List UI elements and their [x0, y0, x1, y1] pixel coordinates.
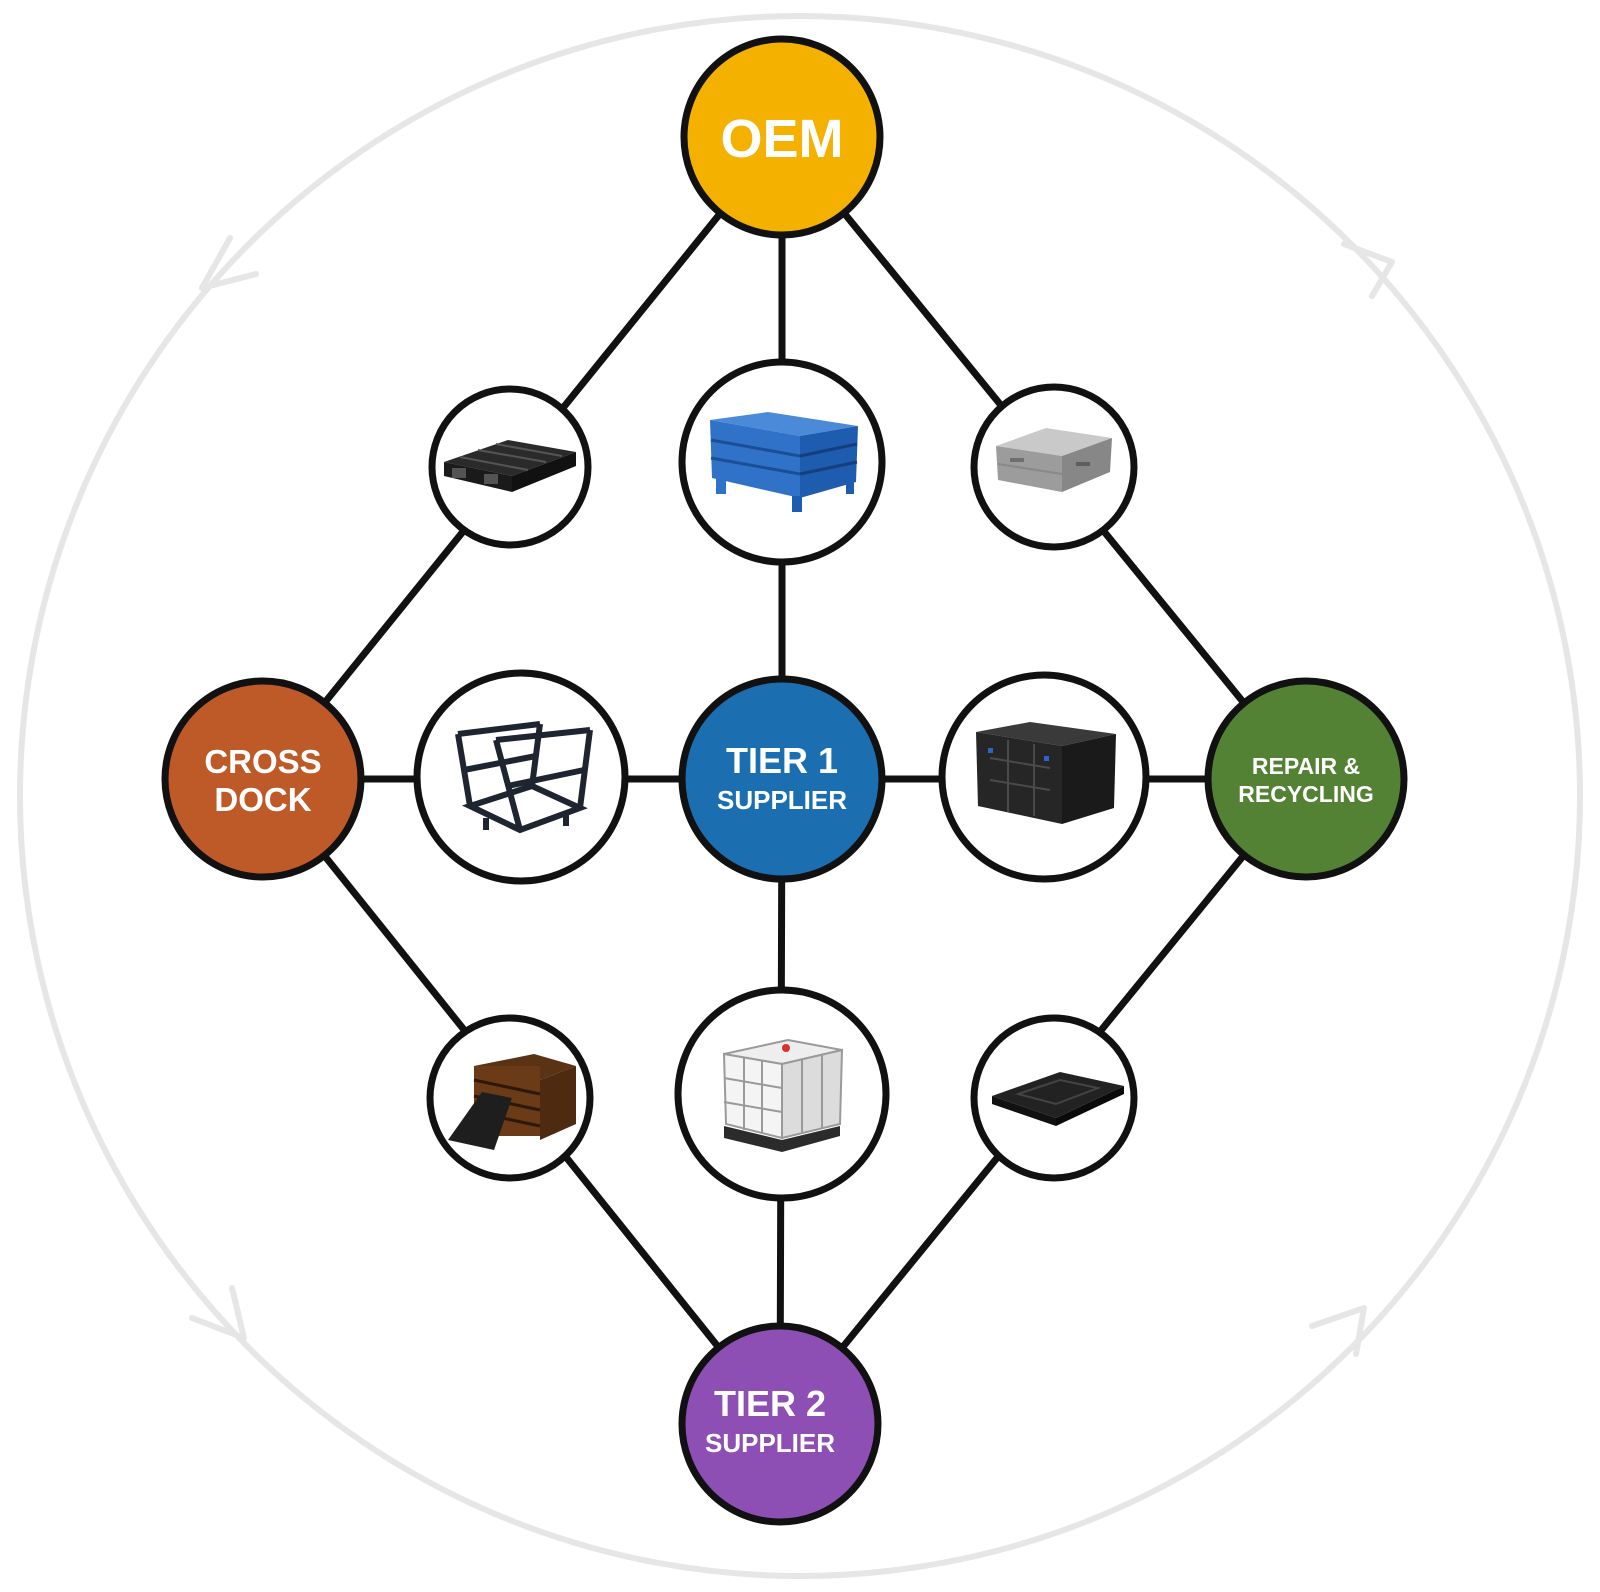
container-node-bulk-container [938, 671, 1150, 883]
top-cap-icon [992, 1072, 1124, 1126]
stacking-tote-icon [996, 428, 1112, 492]
hub-repair-circle [1204, 677, 1408, 881]
hub-cross-dock-circle [161, 677, 365, 881]
hub-tier1-circle [678, 675, 886, 883]
layer-pads-icon [448, 1054, 576, 1150]
ibc-tote-icon [722, 1038, 844, 1152]
hub-cross-dock: CROSS DOCK [161, 677, 365, 881]
container-node-plastic-pallet [428, 385, 592, 549]
hub-tier1-supplier: TIER 1 SUPPLIER [678, 675, 886, 883]
hub-oem-label: OEM [720, 109, 843, 169]
hub-tier2-circle [678, 1322, 882, 1526]
container-node-steel-rack [413, 669, 629, 885]
hub-repair-label-line2: RECYCLING [1238, 781, 1373, 807]
container-node-ibc-tote [674, 986, 890, 1202]
hub-tier1-label-line2: SUPPLIER [717, 785, 847, 815]
bulk-container-icon [976, 722, 1116, 824]
cycle-arrow-upper-left [199, 235, 259, 291]
hub-cross-dock-label-line1: CROSS [204, 743, 321, 780]
plastic-pallet-icon [444, 440, 576, 492]
cycle-arrow-upper-right [1341, 241, 1395, 299]
hub-tier1-label-line1: TIER 1 [726, 740, 838, 781]
container-node-stacking-tote [970, 383, 1138, 551]
hub-oem: OEM [680, 35, 884, 239]
hub-repair-recycling: REPAIR & RECYCLING [1204, 677, 1408, 881]
container-node-steel-bin [678, 358, 886, 566]
container-node-top-cap [970, 1014, 1138, 1182]
steel-bin-icon [710, 412, 858, 512]
hub-repair-label-line1: REPAIR & [1252, 753, 1360, 779]
outer-cycle-ring [17, 13, 1583, 1579]
steel-rack-icon [455, 721, 593, 834]
hub-tier2-label-line2: SUPPLIER [705, 1428, 835, 1458]
hub-tier2-label-line1: TIER 2 [714, 1383, 826, 1424]
container-node-layer-pads [426, 1014, 594, 1182]
cycle-arrow-lower-right [1309, 1305, 1367, 1357]
cycle-arrow-lower-left [189, 1285, 247, 1341]
hub-tier2-supplier: TIER 2 SUPPLIER [678, 1322, 882, 1526]
hub-cross-dock-label-line2: DOCK [214, 781, 311, 818]
hub-oem-circle [680, 35, 884, 239]
